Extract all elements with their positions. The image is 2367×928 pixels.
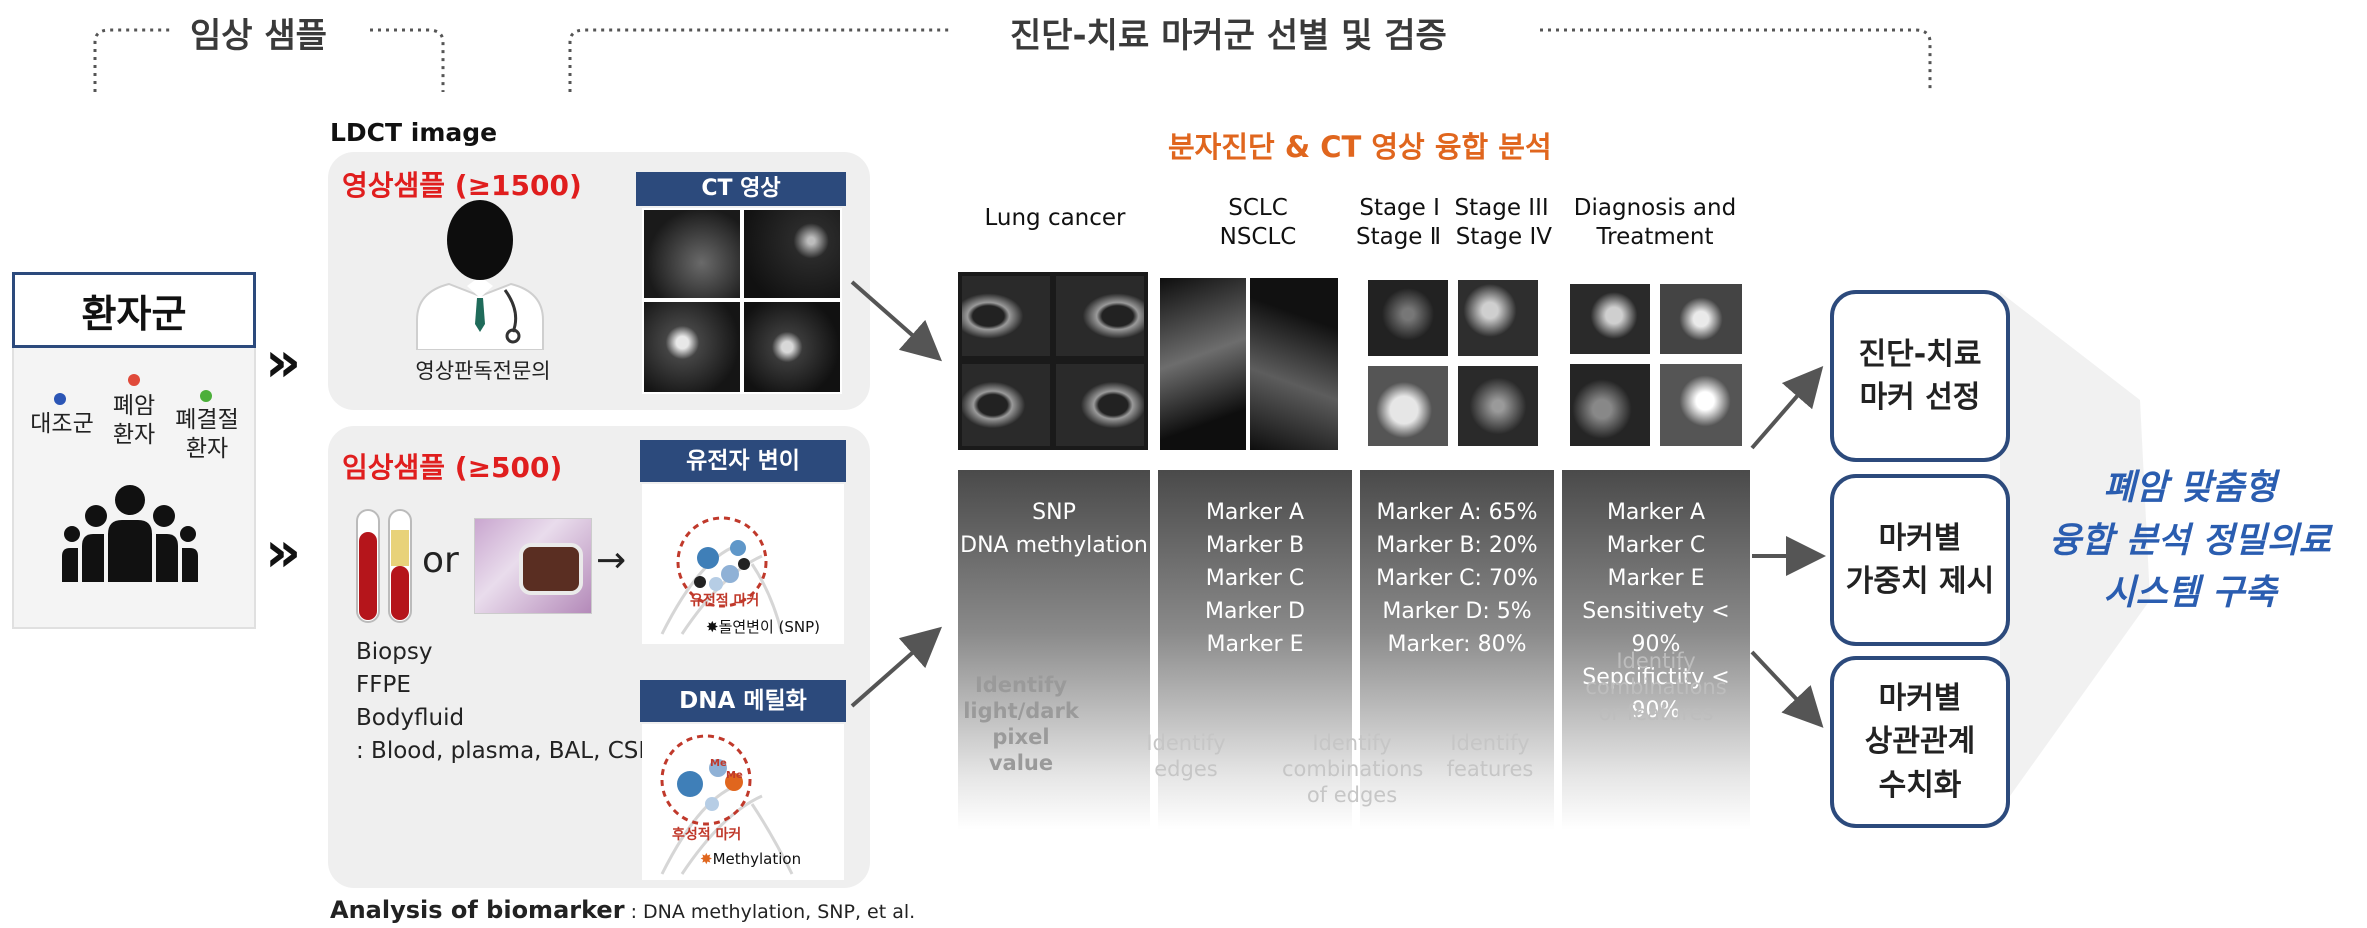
column-head-lung-cancer: Lung cancer [950, 204, 1160, 233]
column-head-stage: Stage Ⅰ Stage III Stage Ⅱ Stage IV [1354, 194, 1554, 252]
lung-thumb [962, 276, 1050, 356]
lung-thumb [1056, 276, 1144, 356]
faint-label: Identify combinations of edges [1282, 730, 1422, 808]
sclc-ct-strip [1160, 272, 1338, 450]
column-body-stage: Marker A: 65% Marker B: 20% Marker C: 70… [1360, 496, 1554, 661]
stage-thumb [1458, 280, 1538, 356]
lung-thumb [962, 364, 1050, 446]
stage-thumb [1368, 366, 1448, 446]
sclc-thumb [1160, 278, 1246, 450]
outcome-marker-weights: 마커별 가중치 제시 [1830, 474, 2010, 646]
column-head-diagnosis: Diagnosis and Treatment [1560, 194, 1750, 252]
diagnosis-ct-strip [1566, 272, 1746, 450]
fusion-title: 분자진단 & CT 영상 융합 분석 [1168, 124, 1552, 166]
stage-ct-strip [1362, 272, 1542, 450]
diagnosis-thumb [1570, 364, 1650, 446]
faint-label: Identify light/dark pixel value [962, 672, 1080, 776]
faint-label: Identify combinations or features [1578, 648, 1734, 726]
stage-thumb [1458, 366, 1538, 446]
diagnosis-thumb [1660, 284, 1742, 354]
sclc-thumb [1250, 278, 1338, 450]
column-body-sclc: Marker A Marker B Marker C Marker D Mark… [1158, 496, 1352, 661]
faint-label: Identify features [1440, 730, 1540, 782]
diagnosis-thumb [1660, 364, 1742, 446]
final-goal: 폐암 맞춤형 융합 분석 정밀의료 시스템 구축 [2020, 462, 2360, 620]
column-head-sclc: SCLC NSCLC [1158, 194, 1358, 252]
diagnosis-thumb [1570, 284, 1650, 354]
stage-thumb [1368, 280, 1448, 356]
column-divider [1554, 470, 1562, 830]
faint-label: Identify edges [1136, 730, 1236, 782]
lung-ct-strip [958, 272, 1148, 450]
outcome-marker-selection: 진단-치료 마커 선정 [1830, 290, 2010, 462]
lung-thumb [1056, 364, 1144, 446]
outcome-marker-correlation: 마커별 상관관계 수치화 [1830, 656, 2010, 828]
column-body-lung-cancer: SNP DNA methylation [958, 496, 1150, 562]
